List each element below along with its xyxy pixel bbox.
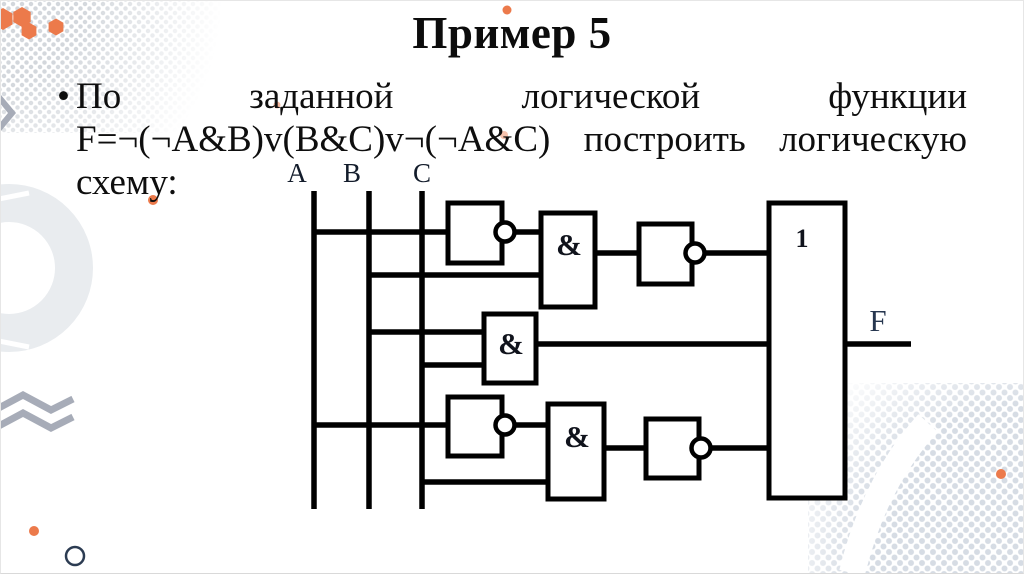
orange-dot [996,469,1006,479]
zigzag-wave-icon-1 [1,391,75,414]
circle-outline-icon [64,545,86,567]
ring-gap-bottom [1,338,30,350]
hexagon-icon [13,7,31,27]
not4-bubble-icon [689,436,713,460]
hexagon-icon [1,8,13,30]
body-line-1: По заданной логической функции [76,76,967,117]
not1-bubble-icon [493,220,517,244]
hexagon-icon [48,18,64,36]
orange-dot-faint [273,101,281,109]
and2-label: & [498,326,524,361]
body-line-3: схему: [76,162,178,203]
orange-hexagon-cluster [1,7,64,40]
and1-gate [538,210,598,310]
ring-gap-top [1,190,30,202]
inversion-bubbles [493,220,713,460]
output-label-f: F [869,303,886,338]
orange-dot [29,526,39,536]
body-line-2: F=¬(¬A&B)v(B&C)v¬(¬A&C) построить логиче… [76,119,967,160]
input-label-a: A [287,158,307,188]
circuit-labels: A B C & & & 1 F [287,158,886,454]
gate-boxes [445,200,848,502]
slide-title: Пример 5 [412,8,612,58]
orange-dot [148,195,158,205]
bullet-marker: • [57,76,70,117]
zigzag-wave-icon-2 [1,409,75,432]
wires [311,191,911,509]
and3-label: & [564,419,590,454]
not3-gate [445,394,505,459]
input-label-b: B [343,158,361,188]
orange-dots [29,5,1006,536]
ring-decor [1,184,93,352]
input-label-c: C [413,158,431,188]
or-gate [766,200,848,501]
and2-gate [481,311,539,386]
orange-dot-faint [500,131,508,139]
hexagon-icon [21,22,37,40]
dot-pattern-top-left-fade [1,1,236,133]
and3-gate [545,401,607,502]
orange-dot [502,5,512,15]
and1-label: & [556,227,582,262]
chevron-icon [1,95,16,131]
not2-bubble-icon [683,241,707,265]
not3-bubble-icon [493,413,517,437]
or-label: 1 [796,224,809,253]
bullet-paragraph: • По заданной логической функции F=¬(¬A&… [57,75,967,204]
